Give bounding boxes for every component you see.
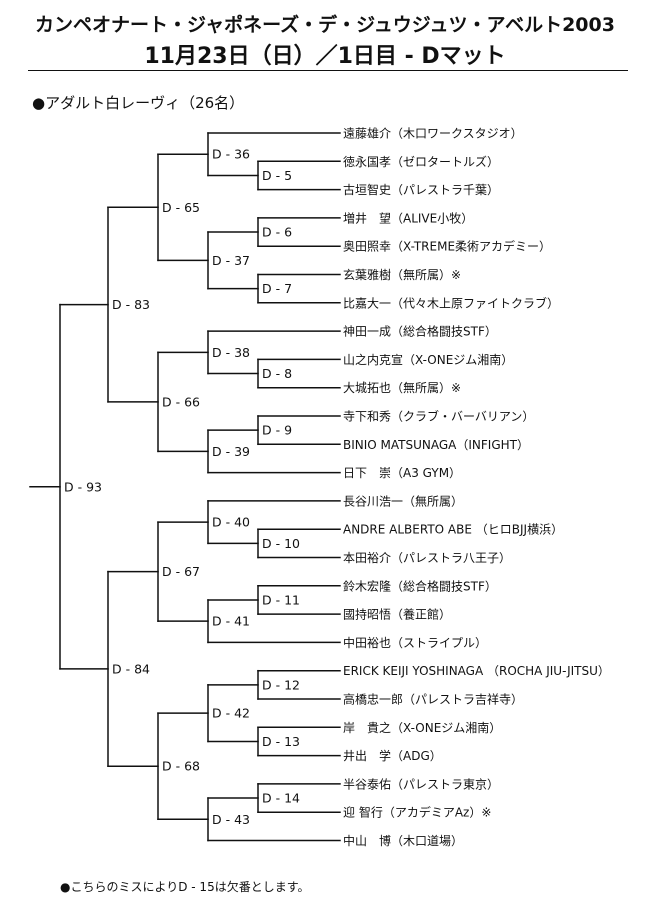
match-number: D - 68 — [162, 759, 200, 774]
player-entry: 國持昭悟（養正館） — [343, 607, 451, 622]
match-number: D - 40 — [212, 515, 250, 530]
match-number: D - 10 — [262, 536, 300, 551]
player-entry: 半谷泰佑（パレストラ東京） — [343, 777, 499, 791]
player-entry: 日下 崇（A3 GYM） — [343, 466, 461, 480]
player-entry: 中山 博（木口道場） — [343, 833, 463, 848]
footer-note: ●こちらのミスによりD - 15は欠番とします。 — [60, 880, 310, 894]
player-entry: 神田一成（総合格闘技STF） — [343, 324, 497, 339]
player-entry: 岸 貴之（X-ONEジム湘南） — [343, 720, 501, 735]
match-number: D - 12 — [262, 677, 300, 692]
match-number: D - 37 — [212, 253, 250, 268]
match-number: D - 84 — [112, 661, 150, 676]
player-entry: 高橋忠一郎（パレストラ吉祥寺） — [343, 692, 523, 707]
match-number: D - 66 — [162, 394, 200, 409]
player-entry: ANDRE ALBERTO ABE （ヒロBJJ横浜） — [343, 523, 563, 537]
match-number: D - 41 — [212, 614, 250, 629]
player-entry: 遠藤雄介（木口ワークスタジオ） — [343, 126, 523, 141]
match-number: D - 36 — [212, 147, 250, 162]
match-number: D - 93 — [64, 479, 102, 494]
match-number: D - 42 — [212, 706, 250, 721]
player-entry: 徳永国孝（ゼロタートルズ） — [343, 154, 499, 169]
player-entry: 山之内克宣（X-ONEジム湘南） — [343, 352, 513, 367]
match-number: D - 6 — [262, 225, 292, 240]
player-entry: 本田裕介（パレストラ八王子） — [343, 550, 511, 565]
match-number: D - 39 — [212, 444, 250, 459]
match-number: D - 9 — [262, 423, 292, 438]
header-divider — [28, 70, 628, 71]
player-entry: 長谷川浩一（無所属） — [343, 493, 463, 508]
player-entry: 迎 智行（アカデミアAz）※ — [343, 805, 491, 820]
match-number: D - 5 — [262, 168, 292, 183]
player-entry: 比嘉大一（代々木上原ファイトクラブ） — [343, 295, 559, 310]
match-number: D - 8 — [262, 366, 292, 381]
page-subtitle: 11月23日（日）／1日目 - Dマット — [144, 44, 506, 69]
match-number: D - 67 — [162, 564, 200, 579]
match-number: D - 11 — [262, 592, 300, 607]
player-entry: 玄葉雅樹（無所属）※ — [343, 267, 461, 282]
bracket-labels: D - 5 D - 36 D - 6 D - 7 D - 37 D - 65 D - 8 D … — [64, 126, 610, 849]
player-entry: 増井 望（ALIVE小牧） — [343, 211, 473, 225]
match-number: D - 7 — [262, 281, 292, 296]
match-number: D - 13 — [262, 734, 300, 749]
player-entry: 鈴木宏隆（総合格闘技STF） — [343, 578, 497, 593]
player-entry: 奥田照幸（X-TREME柔術アカデミー） — [343, 239, 551, 254]
division-title: ●アダルト白レーヴィ（26名） — [32, 94, 245, 112]
player-entry: 古垣智史（パレストラ千葉） — [343, 182, 499, 197]
bracket-lines — [29, 132, 341, 842]
player-entry: ERICK KEIJI YOSHINAGA （ROCHA JIU-JITSU） — [343, 664, 610, 678]
player-entry: 井出 学（ADG） — [343, 748, 442, 763]
match-number: D - 38 — [212, 345, 250, 360]
match-number: D - 14 — [262, 791, 300, 806]
player-entry: BINIO MATSUNAGA（INFIGHT） — [343, 438, 529, 452]
player-entry: 中田裕也（ストライプル） — [343, 635, 487, 650]
player-entry: 寺下和秀（クラブ・バーバリアン） — [343, 409, 534, 424]
match-number: D - 65 — [162, 200, 200, 215]
match-number: D - 43 — [212, 812, 250, 827]
player-entry: 大城拓也（無所属）※ — [343, 380, 461, 395]
match-number: D - 83 — [112, 297, 150, 312]
page-title: カンペオナート・ジャポネーズ・デ・ジュウジュツ・アベルト2003 — [35, 14, 615, 36]
